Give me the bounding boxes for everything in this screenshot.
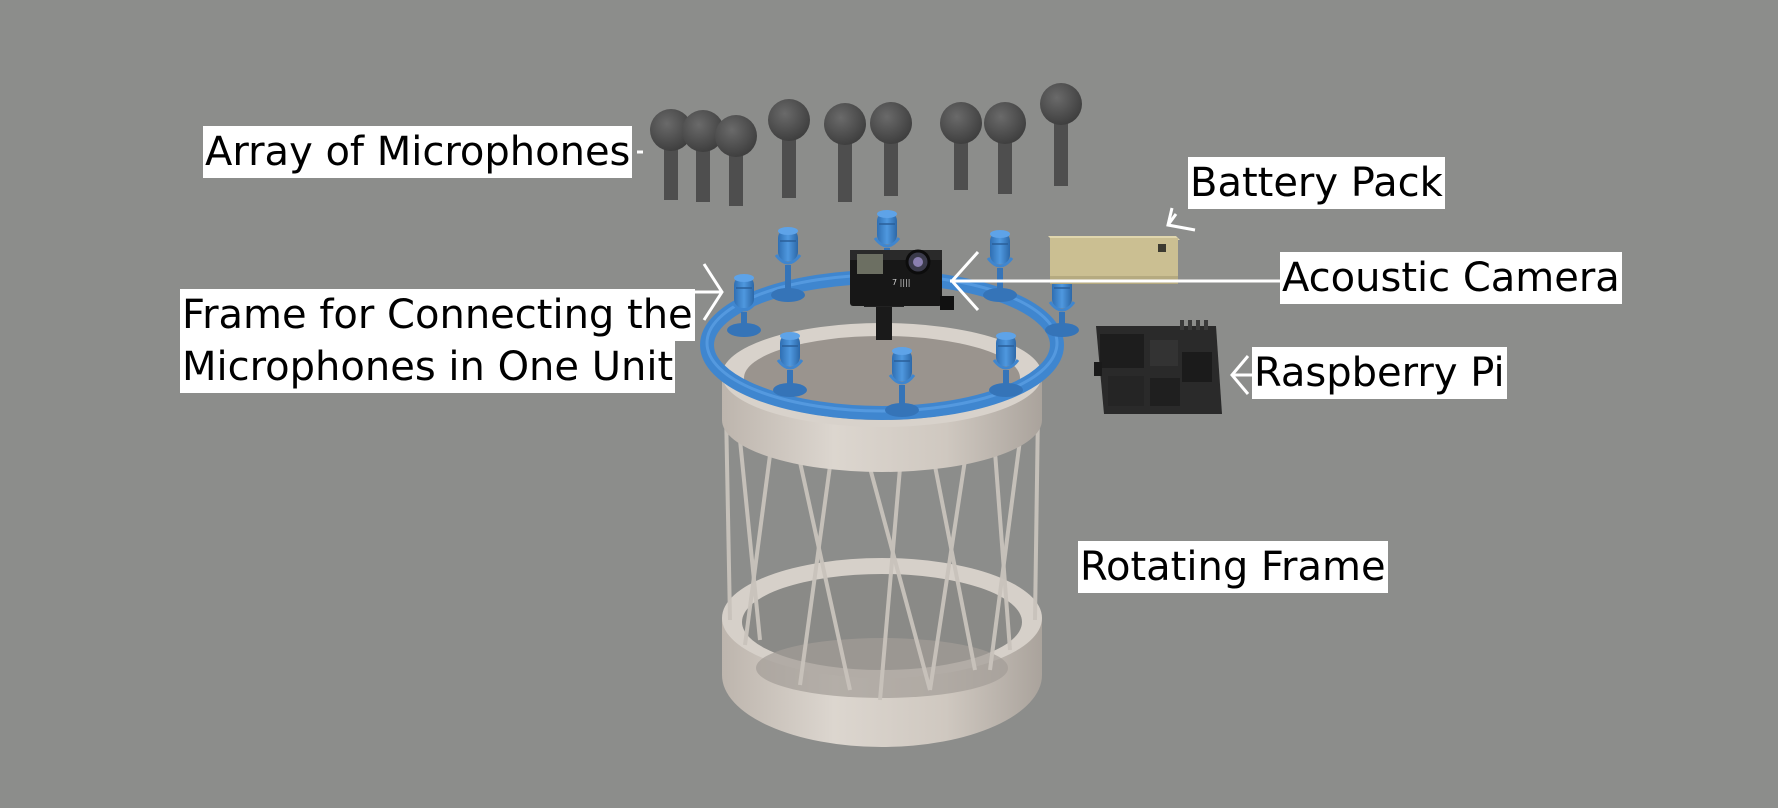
label-frame-line2: Microphones in One Unit [180, 341, 675, 393]
dark-microphone [768, 99, 810, 198]
dark-microphone [870, 102, 912, 196]
dark-microphone [682, 110, 724, 202]
dark-microphone [824, 103, 866, 202]
label-raspberry-pi: Raspberry Pi [1252, 347, 1507, 399]
dark-microphones-array [650, 83, 1082, 206]
dark-microphone [984, 102, 1026, 194]
dark-microphone [715, 115, 757, 206]
label-rotating-frame: Rotating Frame [1078, 541, 1388, 593]
label-frame-line1: Frame for Connecting the [180, 289, 695, 341]
blue-microphone [983, 230, 1017, 302]
raspberry-pi [1094, 320, 1222, 414]
label-array-of-microphones: Array of Microphones [203, 126, 632, 178]
blue-microphone [771, 227, 805, 302]
label-acoustic-camera: Acoustic Camera [1280, 252, 1622, 304]
label-battery-pack: Battery Pack [1188, 157, 1445, 209]
battery-pack [1048, 236, 1180, 284]
dark-microphone [940, 102, 982, 190]
dark-microphone [1040, 83, 1082, 186]
svg-text:7 ||||: 7 |||| [892, 278, 910, 287]
